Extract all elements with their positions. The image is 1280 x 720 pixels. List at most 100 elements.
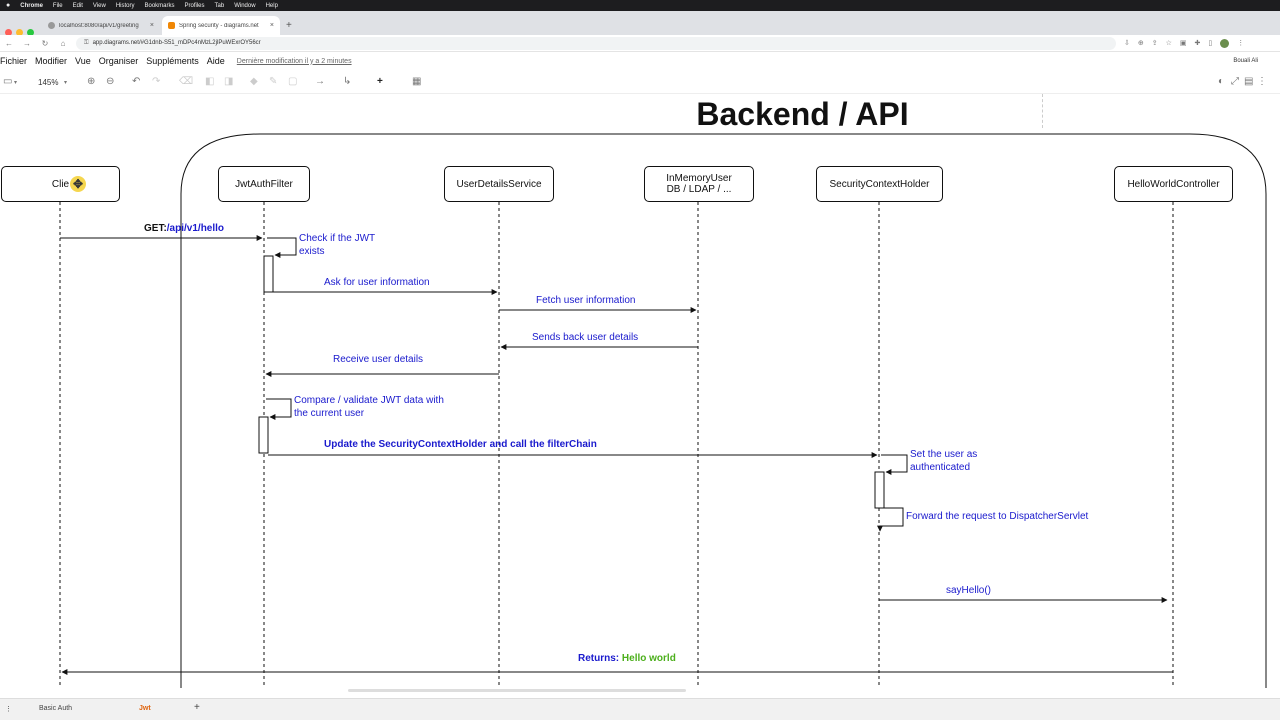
label-update[interactable]: Update the SecurityContextHolder and cal… bbox=[324, 439, 597, 450]
label-receive[interactable]: Receive user details bbox=[333, 354, 424, 365]
mac-menu-window[interactable]: Window bbox=[234, 2, 256, 9]
browser-extensions: ⇩ ⊕ ⇪ ☆ ▣ ✚ ▯ ⋮ bbox=[1124, 38, 1245, 48]
reload-icon[interactable]: ↻ bbox=[41, 38, 49, 48]
actor-helloworldcontroller[interactable]: HelloWorldController bbox=[1114, 166, 1233, 202]
sidepanel-icon[interactable]: ▯ bbox=[1208, 40, 1213, 47]
mac-menu-help[interactable]: Help bbox=[265, 2, 278, 9]
request-path: /api/v1/hello bbox=[166, 223, 225, 234]
actor-userdetailsservice[interactable]: UserDetailsService bbox=[444, 166, 554, 202]
menu-supplements[interactable]: Suppléments bbox=[146, 56, 199, 66]
browser-tab-localhost[interactable]: localhost:8080/api/v1/greeting × bbox=[42, 16, 160, 35]
mac-menu-edit[interactable]: Edit bbox=[72, 2, 83, 9]
insert-icon[interactable]: + bbox=[377, 76, 383, 87]
http-method: GET: bbox=[144, 223, 167, 234]
label-returns[interactable]: Returns: Hello world bbox=[578, 653, 676, 664]
table-icon[interactable]: ▦ bbox=[412, 76, 422, 87]
share-icon[interactable]: ⇪ bbox=[1151, 40, 1158, 47]
diagram-toolbar: ▭ ▾ 145% ▾ ⊕ ⊖ ↶ ↷ ⌫ ◧ ◨ ◆ ✎ ▢ → ↳ + ▦ ◐… bbox=[0, 72, 1280, 94]
undo-icon[interactable]: ↶ bbox=[132, 76, 141, 87]
diagram-canvas[interactable]: Backend / API Clie JwtAuthFilter UserDet… bbox=[0, 94, 1280, 688]
theme-icon[interactable]: ◐ bbox=[1218, 76, 1225, 87]
mac-menu-bookmarks[interactable]: Bookmarks bbox=[144, 2, 175, 9]
actor-label: InMemoryUser DB / LDAP / ... bbox=[666, 173, 732, 195]
label-set-user[interactable]: Set the user as authenticated bbox=[910, 449, 978, 473]
menu-fichier[interactable]: Fichier bbox=[0, 56, 28, 66]
label-say-hello[interactable]: sayHello() bbox=[946, 585, 992, 596]
browser-tab-diagrams[interactable]: Spring security - diagrams.net × bbox=[162, 16, 280, 35]
actor-client[interactable]: Clie bbox=[1, 166, 120, 202]
actor-label: HelloWorldController bbox=[1127, 178, 1220, 190]
menu-vue[interactable]: Vue bbox=[75, 56, 91, 66]
close-tab-icon[interactable]: × bbox=[149, 22, 154, 29]
minimize-window-icon[interactable] bbox=[16, 29, 23, 36]
add-page-icon[interactable]: + bbox=[194, 702, 200, 713]
page-tab-basic-auth[interactable]: Basic Auth bbox=[39, 705, 73, 712]
arrow-compare bbox=[266, 398, 292, 420]
zoom-out-icon[interactable]: ⊖ bbox=[106, 76, 115, 87]
zoom-dropdown-icon[interactable]: ▾ bbox=[64, 80, 68, 86]
returns-label: Returns: bbox=[578, 653, 620, 664]
last-modified-link[interactable]: Dernière modification il y a 2 minutes bbox=[236, 57, 352, 65]
page-tab-jwt[interactable]: Jwt bbox=[139, 705, 151, 712]
install-icon[interactable]: ⇩ bbox=[1124, 40, 1130, 47]
label-fetch-user[interactable]: Fetch user information bbox=[536, 295, 636, 306]
mac-menu-tab[interactable]: Tab bbox=[214, 2, 225, 9]
panels-icon[interactable]: ▤ bbox=[1244, 76, 1254, 87]
to-back-icon[interactable]: ◨ bbox=[224, 76, 234, 87]
mac-menu-profiles[interactable]: Profiles bbox=[184, 2, 205, 9]
address-bar[interactable]: ⚿ app.diagrams.net/#G1dnb-S51_mDPc4nMzL2… bbox=[76, 36, 1116, 50]
redo-icon[interactable]: ↷ bbox=[152, 76, 161, 87]
fullscreen-icon[interactable]: ⤢ bbox=[1231, 76, 1239, 87]
label-sends-back[interactable]: Sends back user details bbox=[532, 332, 639, 343]
extension-icon[interactable]: ▣ bbox=[1179, 40, 1187, 47]
apple-icon[interactable]: ● bbox=[6, 2, 11, 9]
menu-modifier[interactable]: Modifier bbox=[35, 56, 68, 66]
page-tabs: ⋮ Basic Auth Jwt + bbox=[0, 698, 1280, 720]
globe-icon bbox=[48, 22, 55, 29]
actor-securitycontextholder[interactable]: SecurityContextHolder bbox=[816, 166, 943, 202]
close-window-icon[interactable] bbox=[5, 29, 12, 36]
close-tab-icon[interactable]: × bbox=[269, 22, 274, 29]
delete-icon[interactable]: ⌫ bbox=[179, 76, 194, 87]
puzzle-icon[interactable]: ✚ bbox=[1194, 40, 1201, 47]
horizontal-scrollbar[interactable] bbox=[348, 689, 686, 692]
back-icon[interactable]: ← bbox=[5, 38, 13, 48]
maximize-window-icon[interactable] bbox=[27, 29, 34, 36]
zoom-in-icon[interactable]: ⊕ bbox=[87, 76, 96, 87]
connection-icon[interactable]: → bbox=[315, 76, 325, 87]
chevron-down-icon[interactable]: ▾ bbox=[14, 80, 18, 86]
pages-menu-icon[interactable]: ⋮ bbox=[5, 706, 12, 713]
waypoints-icon[interactable]: ↳ bbox=[343, 76, 352, 87]
to-front-icon[interactable]: ◧ bbox=[205, 76, 215, 87]
mac-menu-chrome[interactable]: Chrome bbox=[20, 2, 43, 9]
zoom-level[interactable]: 145% bbox=[38, 78, 59, 87]
star-icon[interactable]: ☆ bbox=[1165, 40, 1172, 47]
mac-menu-history[interactable]: History bbox=[115, 2, 135, 9]
browser-tab-strip: localhost:8080/api/v1/greeting × Spring … bbox=[0, 11, 1280, 36]
label-forward[interactable]: Forward the request to DispatcherServlet bbox=[906, 511, 1089, 522]
new-tab-icon[interactable]: + bbox=[286, 20, 292, 31]
tab-title: localhost:8080/api/v1/greeting bbox=[59, 22, 139, 29]
profile-avatar[interactable] bbox=[1220, 38, 1230, 48]
menu-organiser[interactable]: Organiser bbox=[98, 56, 139, 66]
collapse-icon[interactable]: ⋮ bbox=[1257, 76, 1267, 87]
mac-menu-file[interactable]: File bbox=[52, 2, 63, 9]
zoom-icon[interactable]: ⊕ bbox=[1137, 40, 1144, 47]
user-name[interactable]: Bouali Ali bbox=[1233, 58, 1258, 64]
home-icon[interactable]: ⌂ bbox=[60, 38, 66, 48]
label-compare[interactable]: Compare / validate JWT data with the cur… bbox=[294, 395, 444, 419]
chrome-menu-icon[interactable]: ⋮ bbox=[1237, 40, 1245, 47]
actor-jwtauthfilter[interactable]: JwtAuthFilter bbox=[218, 166, 310, 202]
line-color-icon[interactable]: ✎ bbox=[269, 76, 278, 87]
fill-color-icon[interactable]: ◆ bbox=[250, 76, 258, 87]
label-get-request[interactable]: GET:/api/v1/hello bbox=[144, 223, 224, 234]
label-check-jwt[interactable]: Check if the JWT exists bbox=[299, 233, 375, 257]
label-ask-user[interactable]: Ask for user information bbox=[324, 277, 430, 288]
diagram-title[interactable]: Backend / API bbox=[696, 96, 909, 132]
mac-menu-view[interactable]: View bbox=[92, 2, 106, 9]
forward-icon[interactable]: → bbox=[23, 38, 31, 48]
menu-aide[interactable]: Aide bbox=[206, 56, 225, 66]
shadow-icon[interactable]: ▢ bbox=[288, 76, 298, 87]
actor-inmemoryuser[interactable]: InMemoryUser DB / LDAP / ... bbox=[644, 166, 754, 202]
format-panel-icon[interactable]: ▭ bbox=[3, 76, 13, 87]
